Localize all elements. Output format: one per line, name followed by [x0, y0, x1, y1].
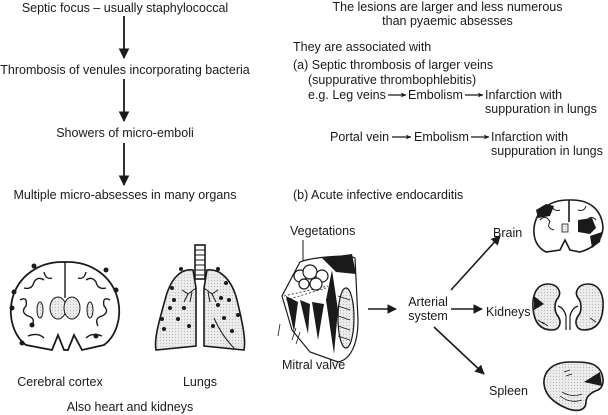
intro-line-2: than pyaemic absesses: [382, 14, 513, 28]
associated-heading: They are associated with: [293, 40, 432, 54]
chain2-result-2: suppuration in lungs: [491, 144, 603, 158]
label-cerebral-cortex: Cerebral cortex: [17, 375, 103, 389]
spleen-icon: [543, 361, 604, 412]
step-septic-focus: Septic focus – usually staphylococcal: [21, 1, 229, 15]
target-spleen: Spleen: [489, 384, 528, 398]
item-a-subtitle: (suppurative thrombophlebitis): [308, 73, 477, 87]
step-micro-emboli: Showers of micro-emboli: [56, 126, 194, 140]
item-a-title: (a) Septic thrombosis of larger veins: [293, 58, 494, 72]
chain2-mid: Embolism: [414, 130, 469, 144]
lungs-icon: [154, 244, 246, 351]
chain1-mid: Embolism: [408, 88, 463, 102]
intro-line-1: The lesions are larger and less numerous: [332, 0, 563, 14]
label-vegetations: Vegetations: [290, 224, 356, 238]
heart-section-icon: [277, 240, 359, 363]
step-thrombosis-venules: Thrombosis of venules incorporating bact…: [0, 63, 250, 77]
chain1-prefix: e.g. Leg veins: [308, 88, 386, 102]
brain-section-icon: [9, 261, 121, 352]
arrow-icon: [433, 326, 485, 375]
chain2-prefix: Portal vein: [330, 130, 390, 144]
label-lungs: Lungs: [182, 375, 218, 389]
chain1-result-1: Infarction with: [485, 88, 563, 102]
hub-line-1: Arterial: [408, 295, 448, 309]
label-also-heart-kidneys: Also heart and kidneys: [66, 400, 194, 414]
brain-section-icon: [533, 199, 604, 253]
hub-line-2: system: [408, 309, 448, 323]
target-kidneys: Kidneys: [486, 305, 531, 319]
arrow-icon: [450, 235, 501, 291]
kidneys-icon: [532, 283, 604, 331]
item-b-title: (b) Acute infective endocarditis: [293, 188, 464, 202]
label-mitral-valve: Mitral valve: [282, 358, 346, 372]
chain1-result-2: suppuration in lungs: [485, 102, 597, 116]
step-micro-abscesses: Multiple micro-absesses in many organs: [13, 188, 237, 202]
chain2-result-1: Infarction with: [491, 130, 569, 144]
